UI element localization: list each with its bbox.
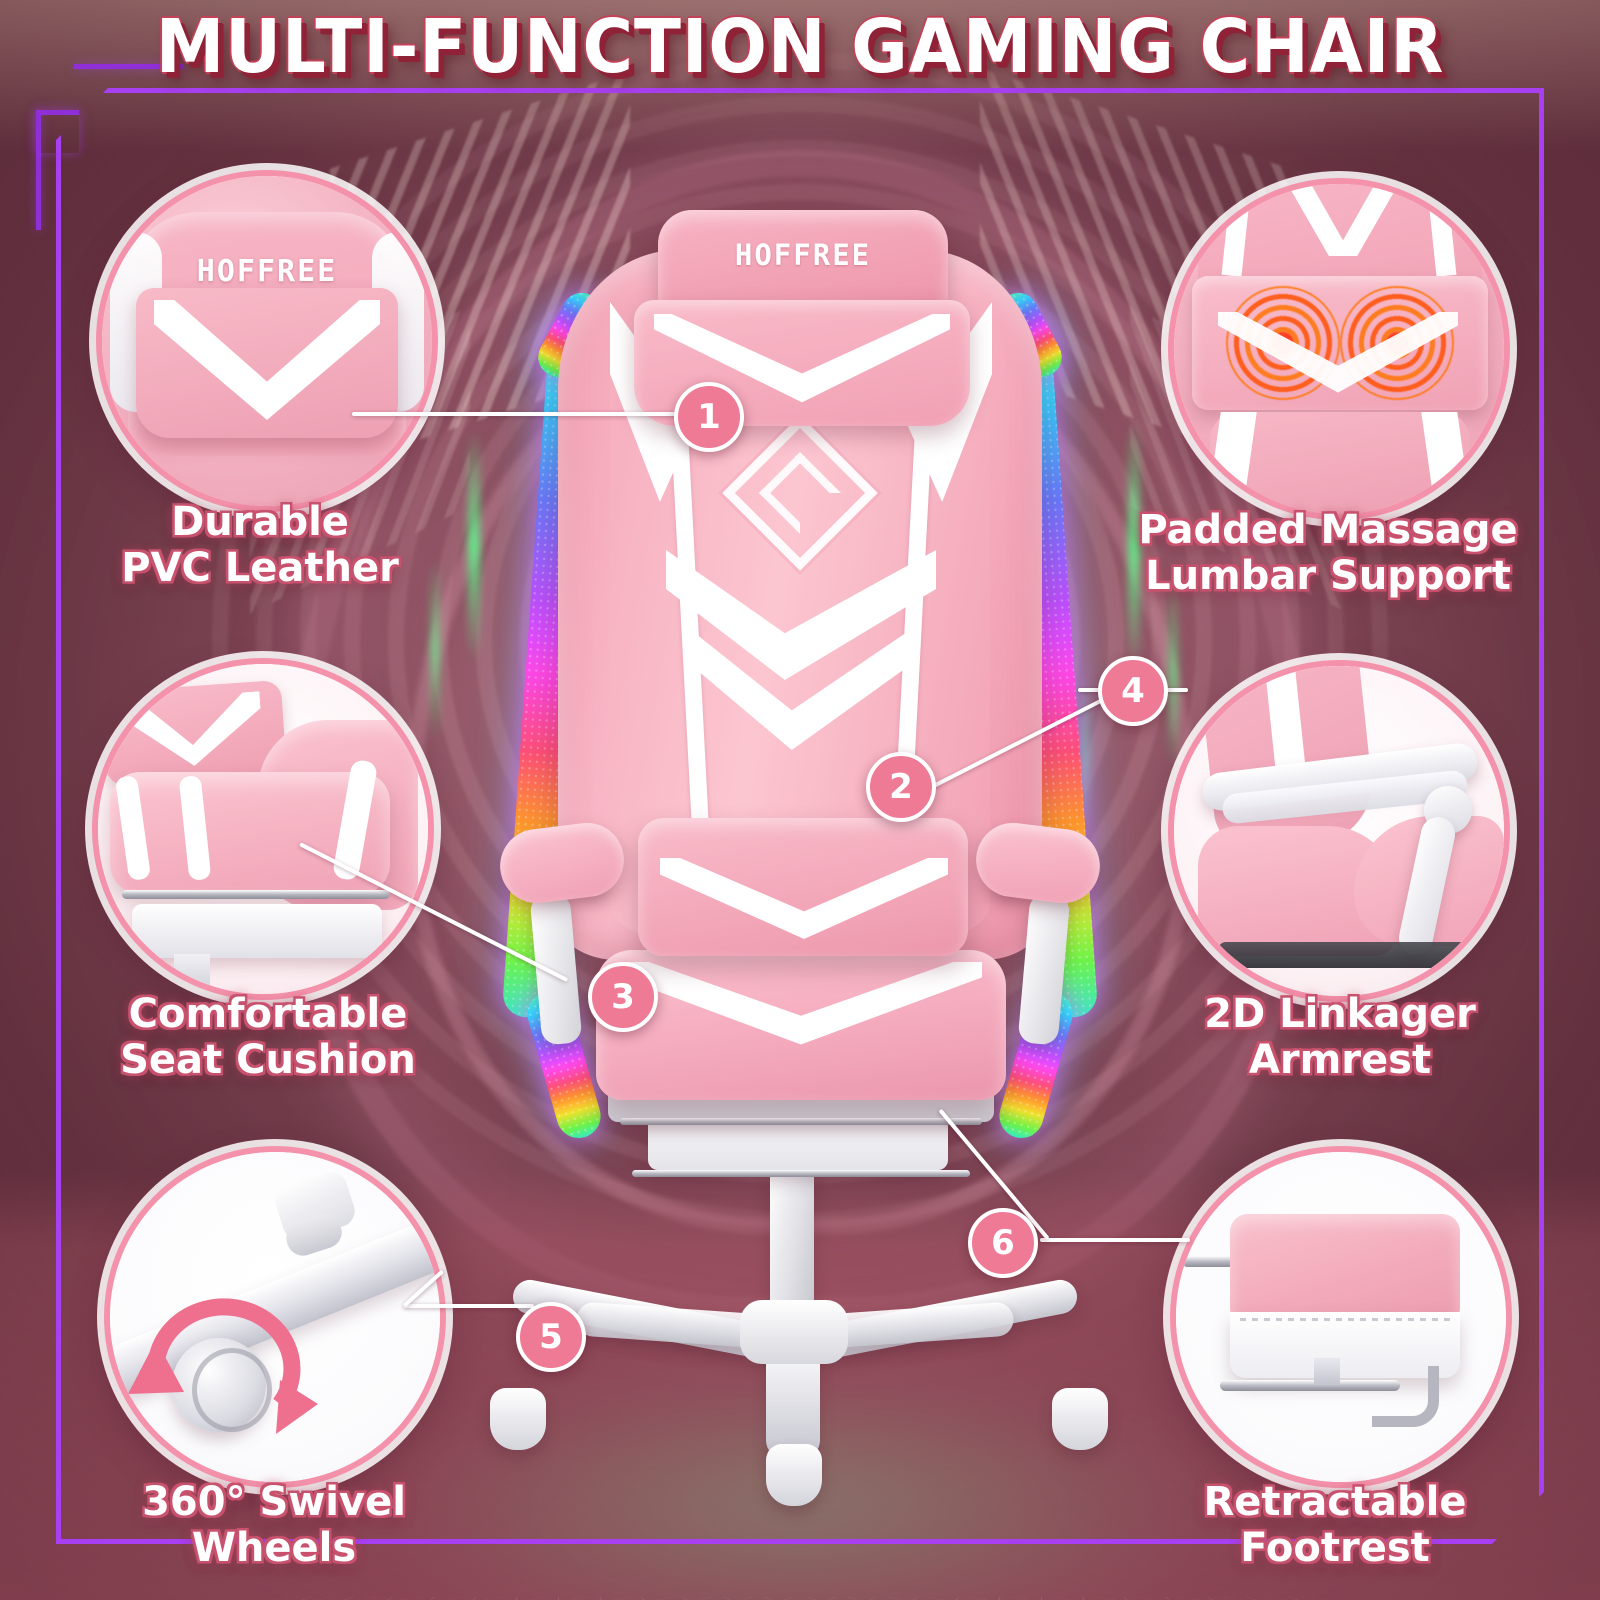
callout-badge-1[interactable]: 1 <box>674 382 744 452</box>
feature-label-wheels-line2: Wheels <box>191 1524 357 1571</box>
footrest-chrome-rod-bottom <box>1220 1380 1400 1391</box>
callout-badge-2[interactable]: 2 <box>866 752 936 822</box>
feature-label-pvc-leather: Durable PVC Leather <box>60 499 460 591</box>
callout-badge-5[interactable]: 5 <box>516 1302 586 1372</box>
footrest-chrome-bend <box>1372 1366 1439 1427</box>
footrest-chrome-rod-left <box>1182 1256 1274 1267</box>
neon-strip-right-3 <box>1080 680 1089 830</box>
seat-chevron <box>620 962 982 1045</box>
feature-label-wheels: 360° Swivel Wheels <box>84 1479 464 1571</box>
footrest-chrome-bar-top <box>620 1118 982 1125</box>
callout-badge-6[interactable]: 6 <box>968 1208 1038 1278</box>
chair-emblem-inner <box>758 451 842 535</box>
chair-lumbar-pillow <box>638 818 968 956</box>
top-tint-overlay <box>0 0 1600 150</box>
neon-strip-left-2 <box>430 560 440 740</box>
connector-line-5a <box>404 1304 534 1308</box>
detail-seat-chrome-bar <box>122 890 390 899</box>
feature-label-armrest: 2D Linkager Armrest <box>1140 991 1540 1083</box>
detail-seat-column <box>174 954 210 994</box>
detail-seat-footrest-panel <box>132 904 382 958</box>
feature-label-wheels-line1: 360° Swivel <box>142 1479 406 1525</box>
lumbar-chevron <box>660 858 948 939</box>
feature-label-armrest-line2: Armrest <box>1248 1036 1432 1083</box>
feature-label-seat-cushion-line2: Seat Cushion <box>120 1036 416 1083</box>
footrest-bracket <box>1314 1358 1340 1384</box>
feature-label-footrest-line1: Retractable <box>1203 1479 1467 1525</box>
neon-strip-right-1 <box>1128 420 1140 670</box>
detail-circle-seat-cushion <box>92 658 434 1000</box>
chair-gas-lift <box>770 1162 814 1312</box>
feature-label-lumbar: Padded Massage Lumbar Support <box>1118 507 1538 599</box>
callout-badge-3[interactable]: 3 <box>588 962 658 1032</box>
detail-circle-pvc-leather: HOFFREE <box>96 170 438 512</box>
detail-circle-armrest <box>1168 660 1510 1002</box>
brand-logo-text: HOFFREE <box>734 238 872 272</box>
caster-wheel-right <box>1052 1388 1108 1450</box>
feature-label-pvc-leather-line2: PVC Leather <box>121 544 399 591</box>
feature-label-seat-cushion: Comfortable Seat Cushion <box>58 991 478 1083</box>
detail-wheel-caster-ring <box>192 1348 272 1432</box>
detail-circle-footrest <box>1170 1146 1512 1488</box>
feature-label-seat-cushion-line1: Comfortable <box>128 991 408 1037</box>
caster-wheel-left <box>490 1388 546 1450</box>
detail-circle-massage-lumbar <box>1168 178 1510 520</box>
neon-strip-left-1 <box>468 430 480 660</box>
feature-label-pvc-leather-line1: Durable <box>171 499 349 545</box>
connector-line-1 <box>352 412 682 416</box>
detail-armrest-mechanism <box>1218 942 1468 968</box>
footrest-stitching <box>1240 1318 1452 1321</box>
rotation-arrow-icon <box>128 1298 318 1434</box>
detail-circle-swivel-wheels <box>104 1146 446 1488</box>
feature-label-lumbar-line2: Lumbar Support <box>1145 552 1511 599</box>
chair-seat-cushion <box>596 950 1006 1100</box>
detail-pvc-brand: HOFFREE <box>196 254 338 289</box>
connector-line-6a <box>1040 1238 1190 1242</box>
callout-badge-4[interactable]: 4 <box>1098 656 1168 726</box>
feature-label-footrest: Retractable Footrest <box>1150 1479 1520 1571</box>
caster-wheel-center <box>766 1444 822 1506</box>
feature-label-lumbar-line1: Padded Massage <box>1138 507 1518 553</box>
feature-label-armrest-line1: 2D Linkager <box>1204 991 1476 1037</box>
footrest-chrome-bar-bottom <box>632 1170 970 1177</box>
feature-label-footrest-line2: Footrest <box>1240 1524 1430 1571</box>
chair-base-hub <box>740 1300 848 1364</box>
footrest-cushion-top <box>1230 1214 1460 1326</box>
page-title: MULTI-FUNCTION GAMING CHAIR <box>155 4 1445 90</box>
neon-strip-right-2 <box>1168 580 1178 770</box>
product-chair-image: HOFFREE <box>480 150 1120 1506</box>
